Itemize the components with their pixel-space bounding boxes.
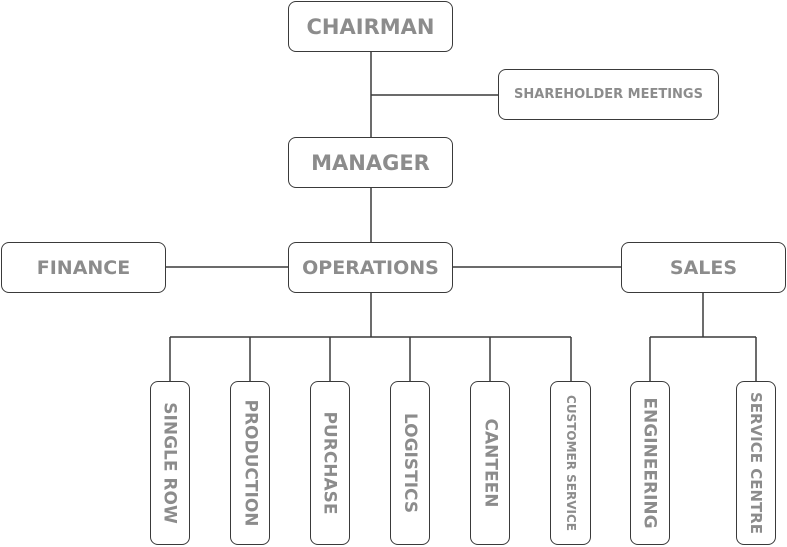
canteen-label: CANTEEN bbox=[480, 418, 501, 508]
single-row-box: SINGLE ROW bbox=[150, 381, 190, 545]
shareholder-meetings-label: SHAREHOLDER MEETINGS bbox=[514, 87, 703, 102]
sales-box: SALES bbox=[621, 242, 786, 293]
shareholder-meetings-box: SHAREHOLDER MEETINGS bbox=[498, 69, 719, 120]
operations-box: OPERATIONS bbox=[288, 242, 453, 293]
operations-label: OPERATIONS bbox=[302, 256, 439, 279]
logistics-label: LOGISTICS bbox=[400, 412, 421, 514]
purchase-label: PURCHASE bbox=[320, 411, 341, 515]
single-row-label: SINGLE ROW bbox=[160, 402, 181, 524]
manager-box: MANAGER bbox=[288, 137, 453, 188]
finance-box: FINANCE bbox=[1, 242, 166, 293]
canteen-box: CANTEEN bbox=[470, 381, 510, 545]
sales-label: SALES bbox=[669, 256, 738, 279]
service-centre-label: SERVICE CENTRE bbox=[747, 391, 766, 535]
chairman-label: CHAIRMAN bbox=[306, 14, 435, 39]
finance-label: FINANCE bbox=[36, 256, 131, 279]
engineering-box: ENGINEERING bbox=[630, 381, 670, 545]
customer-service-box: CUSTOMER SERVICE bbox=[550, 381, 591, 545]
chairman-box: CHAIRMAN bbox=[288, 1, 453, 52]
purchase-box: PURCHASE bbox=[310, 381, 350, 545]
service-centre-box: SERVICE CENTRE bbox=[736, 381, 776, 545]
logistics-box: LOGISTICS bbox=[390, 381, 430, 545]
production-box: PRODUCTION bbox=[230, 381, 270, 545]
engineering-label: ENGINEERING bbox=[640, 397, 661, 529]
customer-service-label: CUSTOMER SERVICE bbox=[563, 395, 578, 531]
production-label: PRODUCTION bbox=[240, 399, 260, 527]
manager-label: MANAGER bbox=[311, 150, 430, 175]
